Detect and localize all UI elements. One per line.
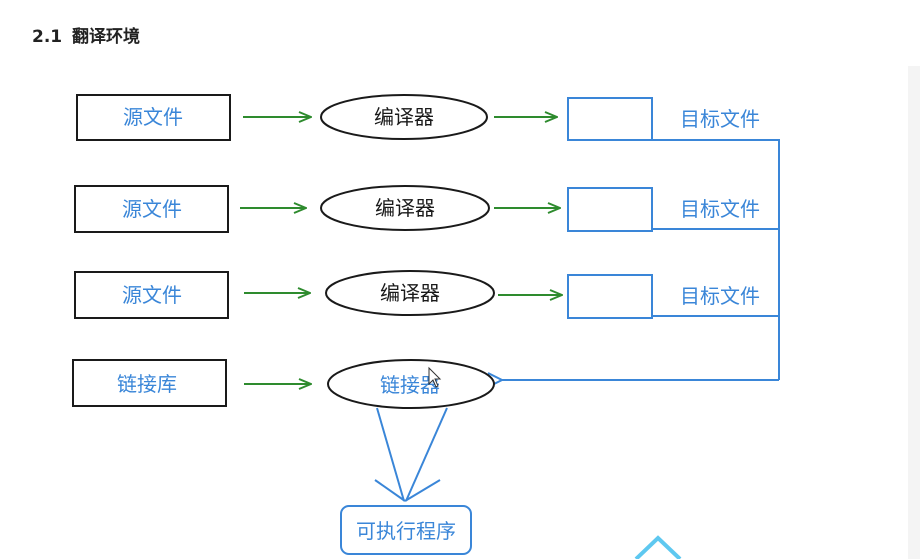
right-gutter	[908, 66, 920, 559]
object-file-box-2	[567, 187, 653, 232]
compiler-label-1: 编译器	[374, 105, 434, 129]
source-file-label-3: 源文件	[122, 283, 182, 307]
object-file-label-1: 目标文件	[680, 107, 760, 131]
linker-ellipse	[327, 359, 495, 409]
mouse-cursor-icon	[428, 366, 442, 388]
compiler-label-2: 编译器	[375, 196, 435, 220]
executable-label: 可执行程序	[356, 519, 456, 543]
section-title: 2.1 翻译环境	[32, 22, 140, 47]
source-file-label-1: 源文件	[123, 105, 183, 129]
compiler-label-3: 编译器	[380, 281, 440, 305]
executable-node: 可执行程序	[340, 505, 472, 555]
source-file-box-1	[76, 94, 231, 141]
object-file-label-2: 目标文件	[680, 197, 760, 221]
source-file-box-2	[74, 185, 229, 233]
partial-decorative-shape	[634, 535, 682, 559]
object-files-connector	[502, 139, 780, 380]
library-row: 链接库 链接器	[72, 359, 495, 409]
library-box	[72, 359, 227, 407]
section-title-text: 翻译环境	[72, 27, 141, 47]
source-file-label-2: 源文件	[122, 197, 182, 221]
row-3: 源文件 编译器 目标文件	[74, 270, 760, 319]
section-number: 2.1	[32, 27, 63, 47]
row-1: 源文件 编译器 目标文件	[76, 94, 760, 141]
compiler-ellipse-3	[325, 270, 495, 316]
object-file-box-3	[567, 274, 653, 319]
object-file-box-1	[567, 97, 653, 141]
executable-box	[340, 505, 472, 555]
compiler-ellipse-1	[320, 94, 488, 140]
compiler-ellipse-2	[320, 185, 490, 231]
row-2: 源文件 编译器 目标文件	[74, 185, 760, 233]
source-file-box-3	[74, 271, 229, 319]
linker-to-executable-arrow	[374, 407, 448, 502]
connector-from-object-1	[652, 139, 780, 380]
object-file-label-3: 目标文件	[680, 284, 760, 308]
library-label: 链接库	[117, 372, 177, 396]
